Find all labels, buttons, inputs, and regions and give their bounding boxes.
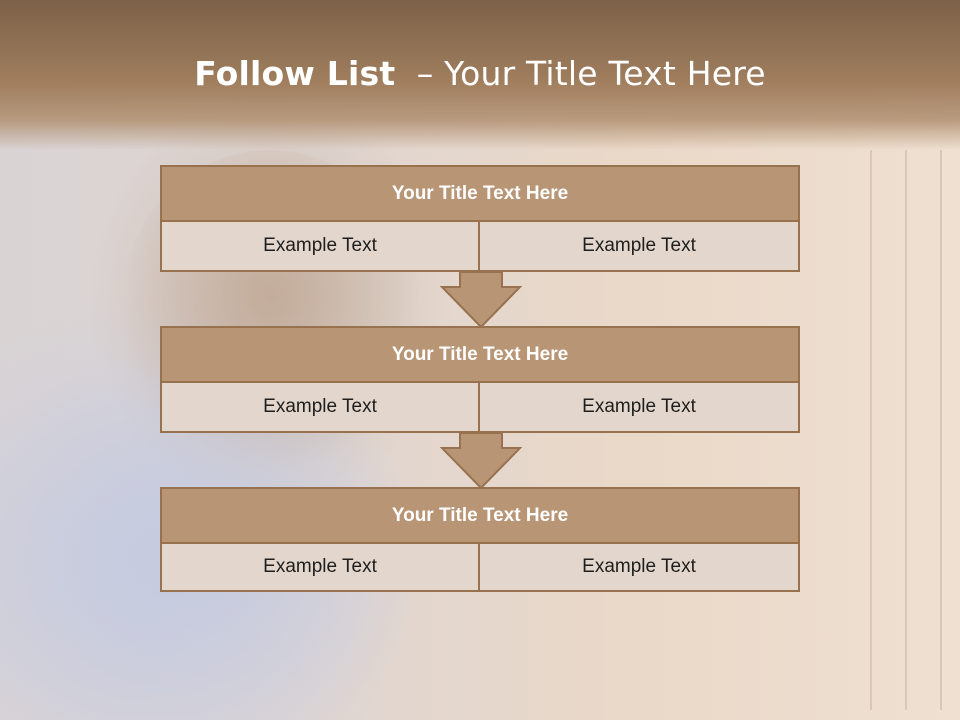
down-arrow-icon <box>440 432 522 490</box>
slide-title-rest: – Your Title Text Here <box>416 54 766 93</box>
block-right-cell: Example Text <box>480 544 800 592</box>
block-title: Your Title Text Here <box>160 165 800 222</box>
block-right-cell: Example Text <box>480 222 800 272</box>
block-left-cell: Example Text <box>160 383 480 433</box>
block-title: Your Title Text Here <box>160 487 800 544</box>
slide-title: Follow List – Your Title Text Here <box>0 54 960 93</box>
down-arrow-icon <box>440 271 522 329</box>
block-title: Your Title Text Here <box>160 326 800 383</box>
block-left-cell: Example Text <box>160 544 480 592</box>
background-eyeglass-rack <box>850 150 960 710</box>
block-left-cell: Example Text <box>160 222 480 272</box>
slide-title-strong: Follow List <box>194 54 396 93</box>
title-band <box>0 0 960 150</box>
block-right-cell: Example Text <box>480 383 800 433</box>
